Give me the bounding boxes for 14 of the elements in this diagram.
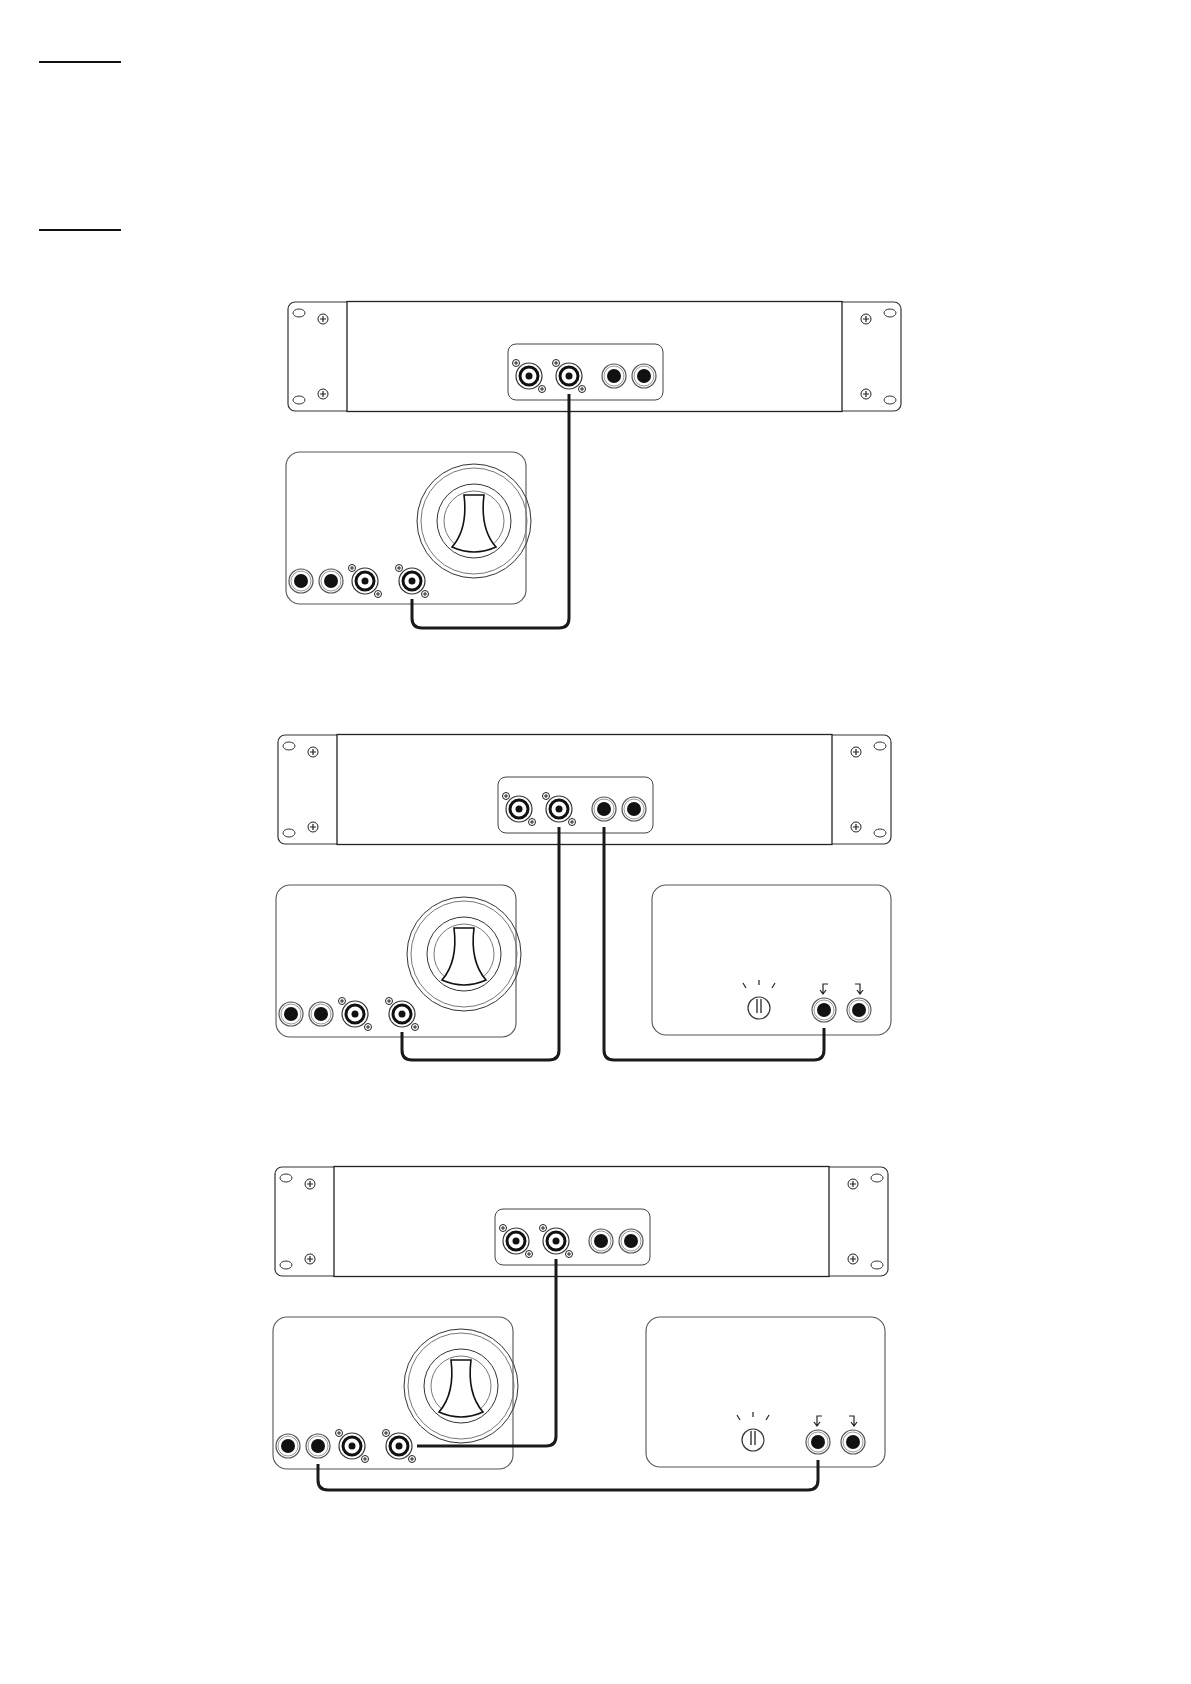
speaker-cable [602,827,826,1062]
controller-panel-drawing [651,884,892,1036]
speaker-cable [417,1259,558,1448]
speakon-socket-icon [551,358,587,394]
speakon-socket-icon [384,996,420,1032]
speakon-socket-icon [538,1223,574,1259]
speakon-socket-icon [541,791,577,827]
speakon-socket-icon [394,563,430,599]
speaker-cable [410,394,571,630]
amplifier-rack-drawing [274,1166,889,1277]
amplifier-rack-drawing [287,301,902,412]
amplifier-rack-drawing [277,734,892,845]
controller-panel-drawing [645,1316,886,1468]
speakon-socket-icon [381,1428,417,1464]
